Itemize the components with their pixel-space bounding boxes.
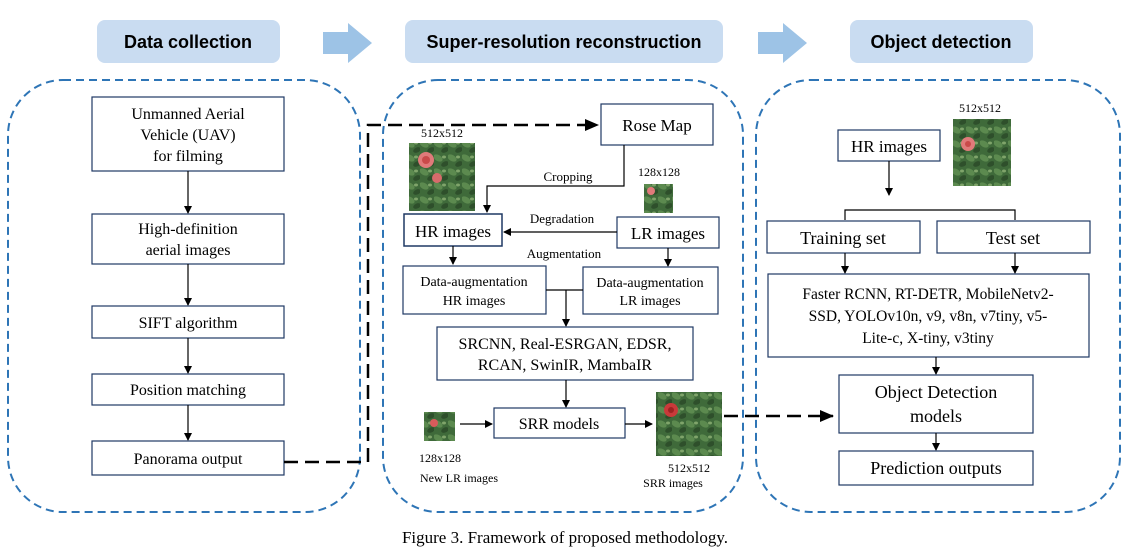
stage-header-label: Super-resolution reconstruction [426,32,701,52]
cropping-label: Cropping [543,169,593,184]
svg-text:Object Detection: Object Detection [875,382,997,402]
svg-text:HR images: HR images [415,222,491,241]
panorama-to-rosemap-connector [284,119,599,464]
sr-models-list-box: SRCNN, Real-ESRGAN, EDSR, RCAN, SwinIR, … [436,326,694,381]
od-models-list-box: Faster RCNN, RT-DETR, MobileNetv2- SSD, … [767,273,1090,358]
new-lr-label: New LR images [420,471,498,485]
svg-text:Panorama output: Panorama output [134,451,243,468]
svg-text:models: models [910,406,962,426]
svg-text:SIFT algorithm: SIFT algorithm [139,315,238,332]
new-lr-rose-image [424,412,455,441]
svg-text:Vehicle (UAV): Vehicle (UAV) [140,127,235,144]
uav-box: Unmanned Aerial Vehicle (UAV) for filmin… [91,96,285,172]
svg-text:Data-augmentation: Data-augmentation [420,275,527,290]
stage-arrow-2 [758,23,807,63]
hr-images-box: HR images [403,213,503,247]
split-connector [844,209,1016,220]
svg-text:for filming: for filming [153,148,223,165]
svg-text:HR images: HR images [443,294,506,309]
svg-text:Data-augmentation: Data-augmentation [596,276,703,291]
od-hr-images-box: HR images [837,129,941,162]
srr-label: SRR images [643,476,703,490]
stage-header-label: Data collection [124,32,252,52]
svg-text:High-definition: High-definition [138,221,238,238]
lr-images-box: LR images [616,216,720,249]
svg-text:SSD, YOLOv10n, v9, v8n, v7tiny: SSD, YOLOv10n, v9, v8n, v7tiny, v5- [809,308,1048,325]
od-models-box: Object Detection models [838,374,1034,434]
svg-text:Position matching: Position matching [130,382,246,399]
test-set-box: Test set [936,220,1091,254]
training-set-box: Training set [766,220,921,254]
svg-text:SRCNN, Real-ESRGAN, EDSR,: SRCNN, Real-ESRGAN, EDSR, [459,336,672,353]
panorama-box: Panorama output [91,440,285,476]
cropping-arrow [483,145,625,213]
svg-text:LR images: LR images [631,224,705,243]
aug-hr-box: Data-augmentation HR images [402,265,547,315]
hr-rose-image [409,143,475,211]
svg-text:Rose Map: Rose Map [622,116,691,135]
svg-text:Training set: Training set [800,228,886,248]
panel-data-collection [7,79,361,513]
stage-arrow-1 [323,23,372,63]
degradation-label: Degradation [530,211,595,226]
stage-header-super-resolution: Super-resolution reconstruction [405,20,723,63]
srr-rose-image [656,392,722,456]
srr-size-label: 512x512 [668,461,710,475]
aug-lr-box: Data-augmentation LR images [582,266,719,315]
stage-header-data-collection: Data collection [97,20,280,63]
lr-size-label: 128x128 [638,165,680,179]
stage-header-label: Object detection [870,32,1011,52]
figure-caption: Figure 3. Framework of proposed methodol… [402,528,728,547]
panel-object-detection [755,79,1121,513]
new-lr-size-label: 128x128 [419,451,461,465]
sift-box: SIFT algorithm [91,305,285,339]
hd-images-box: High-definition aerial images [91,213,285,265]
svg-text:HR images: HR images [851,137,927,156]
svg-text:RCAN, SwinIR, MambaIR: RCAN, SwinIR, MambaIR [478,357,653,374]
lr-rose-image [644,184,673,213]
rose-map-box: Rose Map [600,103,714,146]
stage-header-object-detection: Object detection [850,20,1033,63]
position-matching-box: Position matching [91,373,285,406]
svg-text:Lite-c, X-tiny, v3tiny: Lite-c, X-tiny, v3tiny [862,330,994,347]
od-size-label: 512x512 [959,101,1001,115]
hr-size-label: 512x512 [421,126,463,140]
svg-text:Unmanned Aerial: Unmanned Aerial [131,106,245,123]
svg-text:LR images: LR images [619,294,680,309]
prediction-box: Prediction outputs [838,450,1034,486]
svg-text:Prediction outputs: Prediction outputs [870,458,1002,478]
augmentation-label: Augmentation [527,246,602,261]
srr-models-box: SRR models [493,407,626,439]
svg-text:Faster RCNN, RT-DETR, MobileNe: Faster RCNN, RT-DETR, MobileNetv2- [802,286,1053,303]
svg-text:Test set: Test set [986,228,1040,248]
svg-text:aerial images: aerial images [146,242,231,259]
od-rose-image [953,119,1011,186]
svg-text:SRR models: SRR models [519,416,599,433]
panel-super-resolution [382,79,744,513]
